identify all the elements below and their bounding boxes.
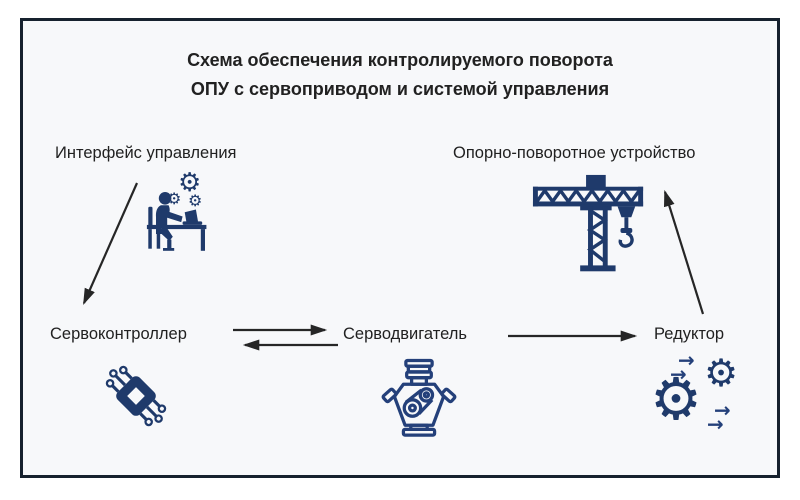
arrow-right-icon: → — [707, 412, 724, 436]
gear-icon: ⚙ — [178, 168, 202, 198]
arrow-right-icon: → — [678, 348, 695, 372]
microchip-glyph — [105, 365, 167, 427]
microchip-icon — [97, 356, 175, 436]
diagram-title: Схема обеспечения контролируемого поворо… — [20, 46, 780, 104]
engine-glyph — [381, 358, 457, 437]
node-label-interface: Интерфейс управления — [55, 144, 237, 162]
gears-icon: → → ⚙ ⚙ → → — [650, 348, 752, 442]
person-at-laptop-glyph — [146, 192, 207, 251]
node-label-reducer: Редуктор — [654, 325, 725, 343]
operator-desk-icon: ⚙ ⚙ ⚙ — [142, 170, 222, 260]
arrow-right-icon: → — [670, 362, 687, 386]
gear-icon: ⚙ — [650, 365, 702, 433]
title-line-2: ОПУ с сервоприводом и системой управлени… — [190, 79, 610, 99]
gear-icon: ⚙ — [167, 189, 182, 208]
gear-icon: ⚙ — [188, 191, 203, 210]
tower-crane-icon — [531, 170, 649, 290]
title-line-1: Схема обеспечения контролируемого поворо… — [187, 50, 613, 70]
node-label-motor: Серводвигатель — [343, 325, 467, 343]
node-label-controller: Сервоконтроллер — [50, 325, 187, 343]
gear-icon: ⚙ — [704, 351, 739, 395]
tower-crane-glyph — [532, 174, 644, 272]
node-label-slewing: Опорно-поворотное устройство — [453, 144, 696, 162]
engine-icon — [378, 356, 460, 442]
arrow-right-icon: → — [714, 398, 731, 422]
